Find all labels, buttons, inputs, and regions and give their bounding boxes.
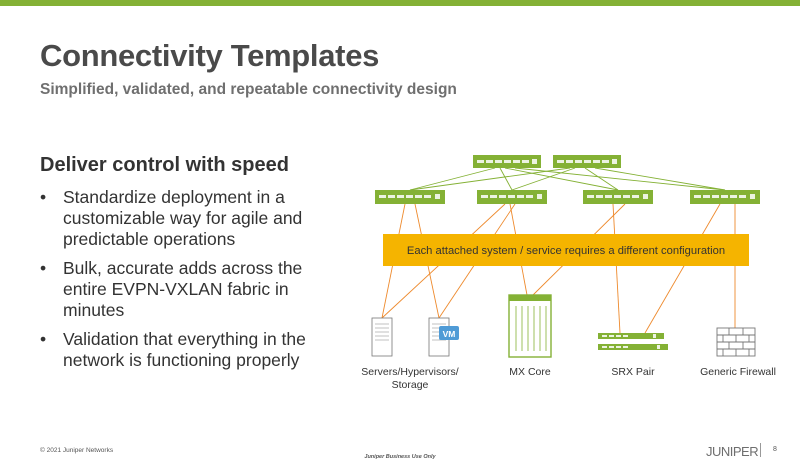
bullet-item: • Bulk, accurate adds across the entire E… [40,258,340,321]
config-banner-text: Each attached system / service requires … [407,245,725,257]
footer-divider [760,443,761,457]
section-heading: Deliver control with speed [40,154,289,176]
bullet-item: • Validation that everything in the netwo… [40,329,340,371]
leaf-switch [690,190,760,204]
classification-label: Juniper Business Use Only [364,454,436,460]
bullet-dot: • [40,187,47,207]
bullet-text: Bulk, accurate adds across the entire EV… [63,258,303,320]
leaf-switch [375,190,445,204]
spine-leaf-links [409,167,726,191]
vm-badge: VM [439,326,459,340]
endpoint-links [381,203,736,334]
top-accent-bar [0,0,800,6]
srx-pair-icon [598,333,668,350]
page-number: 8 [773,446,777,453]
juniper-logo: JUNIPER [706,444,759,459]
copyright-text: © 2021 Juniper Networks [40,447,114,454]
mx-core-chassis-icon [508,294,552,358]
leaf-switch [477,190,547,204]
bullet-list: • Standardize deployment in a customizabl… [40,187,340,379]
servers-label-line1: Servers/Hypervisors/ [361,366,459,378]
servers-label-line2: Storage [392,379,429,391]
brick-wall-firewall-icon [716,327,756,357]
spine-switch [553,155,621,168]
bullet-dot: • [40,258,47,278]
server-tower-icon [371,317,393,357]
bullet-item: • Standardize deployment in a customizabl… [40,187,340,250]
fabric-diagram: Each attached system / service requires … [361,155,776,391]
mx-core-label: MX Core [509,366,551,378]
srx-pair-label: SRX Pair [611,366,655,378]
slide-title: Connectivity Templates [40,38,380,73]
firewall-label: Generic Firewall [700,366,776,378]
bullet-text: Validation that everything in the networ… [63,329,306,370]
bullet-text: Standardize deployment in a customizable… [63,187,303,249]
config-banner [383,234,749,266]
slide-subtitle: Simplified, validated, and repeatable co… [40,81,457,98]
vm-badge-text: VM [443,329,456,339]
spine-switch [473,155,541,168]
leaf-switch [583,190,653,204]
bullet-dot: • [40,329,47,349]
